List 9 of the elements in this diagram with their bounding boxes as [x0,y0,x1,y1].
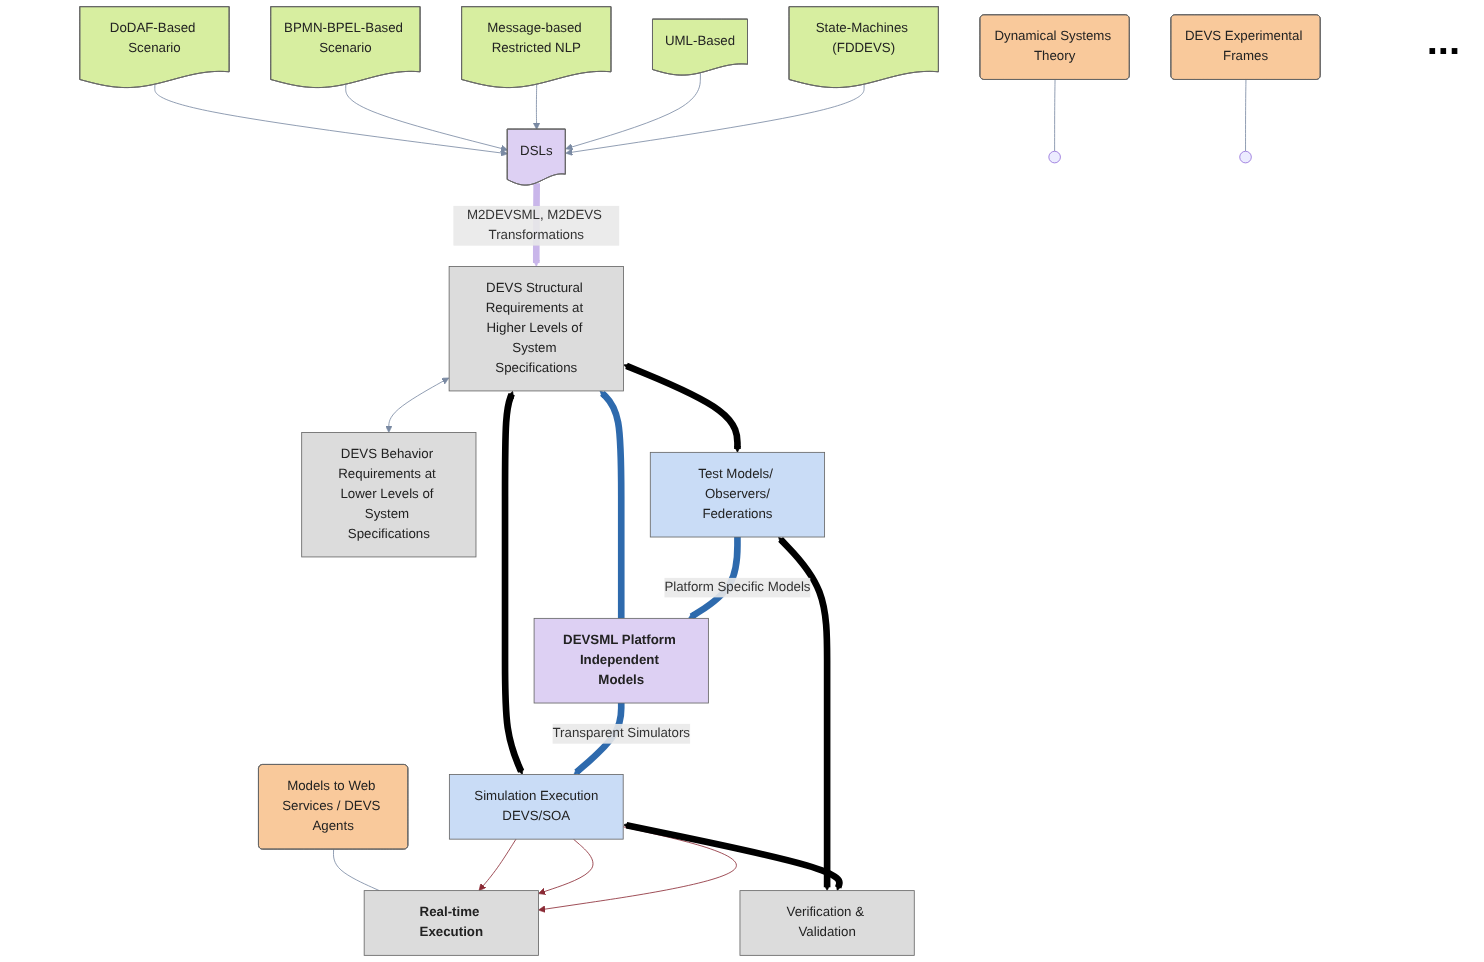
arrow [599,390,625,619]
arrow [501,390,525,775]
arrow [623,362,742,453]
connector [333,849,380,892]
connector [1245,79,1247,152]
arrow [778,536,831,891]
ellipsis-text: ... [1426,20,1460,66]
connector [1054,79,1056,152]
arrow [623,822,843,891]
